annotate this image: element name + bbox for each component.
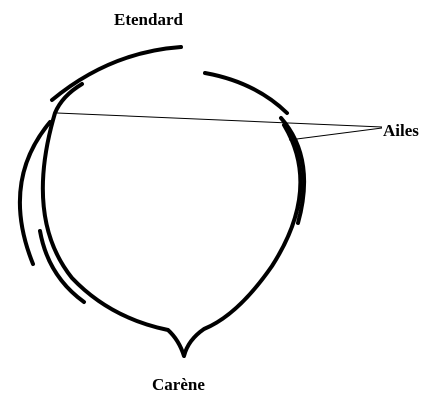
- main-petal-outline: [43, 84, 301, 356]
- wings-label: Ailes: [383, 122, 419, 139]
- standard-petal-label: Etendard: [114, 11, 183, 28]
- wings-leader-line-lower: [289, 128, 382, 140]
- keel-label: Carène: [152, 376, 205, 393]
- standard-petal-right-arc: [205, 73, 287, 113]
- wings-leader-line-upper: [57, 113, 382, 127]
